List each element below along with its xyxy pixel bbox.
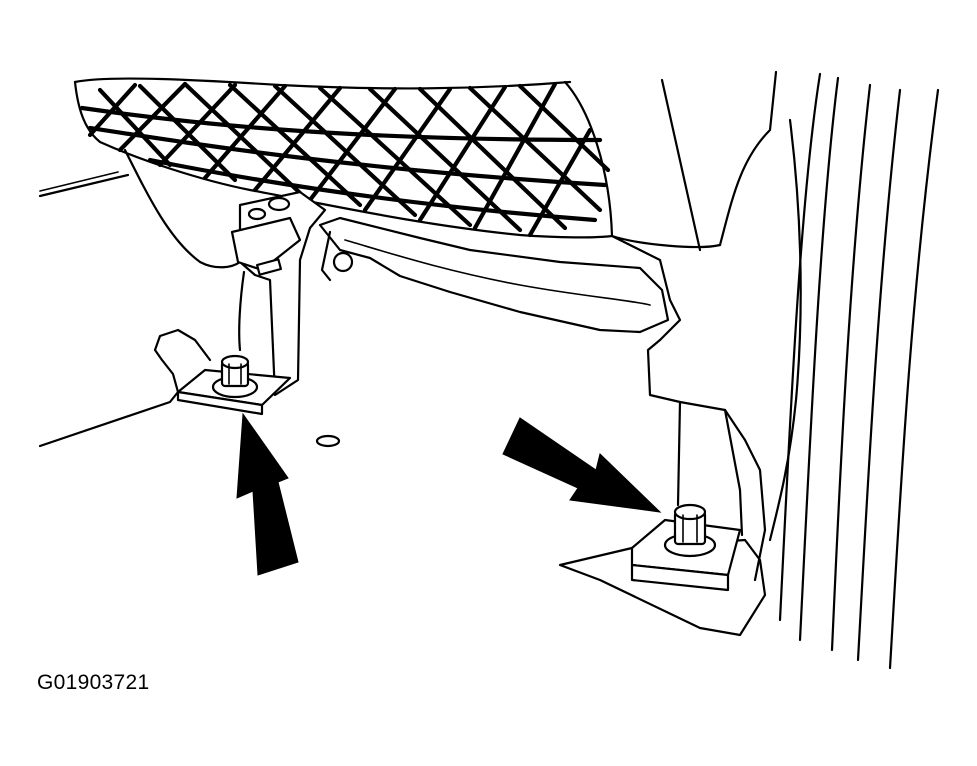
figure-code: G01903721	[37, 671, 150, 694]
cargo-net	[73, 77, 614, 269]
right-bolt	[663, 503, 717, 558]
seat-trim	[563, 70, 940, 670]
left-bolt	[211, 354, 259, 399]
right-mount-plate	[558, 518, 767, 637]
arrow-down-right-icon	[502, 417, 662, 513]
left-bracket	[230, 190, 327, 397]
arrow-up-icon	[236, 412, 299, 576]
seat-rail	[318, 216, 670, 334]
floor-panel	[38, 171, 341, 448]
